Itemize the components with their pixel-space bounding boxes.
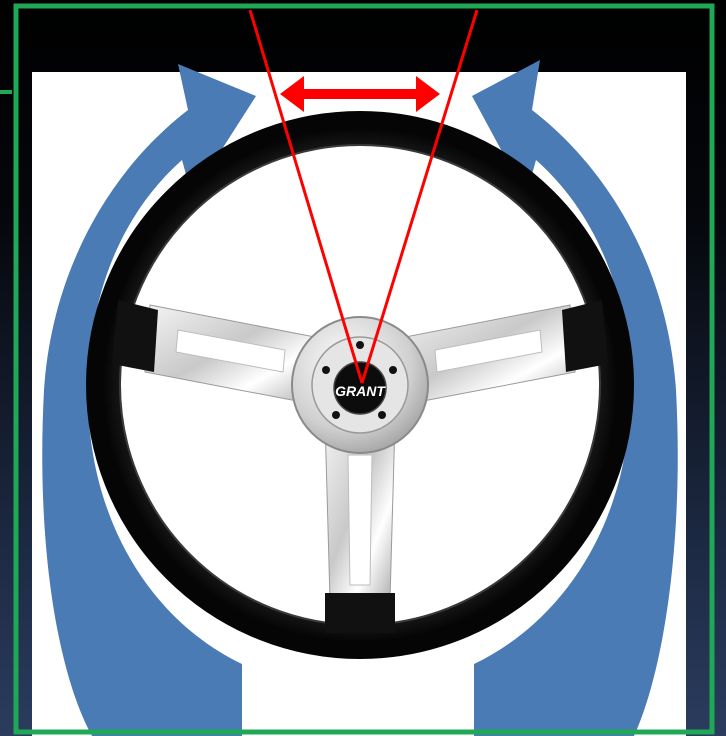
bolt-1 [356,341,364,349]
hub-logo: GRANT [335,383,386,399]
bolt-4 [332,411,340,419]
bolt-2 [389,366,397,374]
bottom-spoke-slot [348,455,372,585]
right-grip-pad [562,300,608,372]
left-grip-pad [112,300,158,372]
bolt-3 [378,411,386,419]
bottom-grip-pad [325,593,395,633]
left-edge-tick [0,90,12,94]
bolt-5 [322,366,330,374]
